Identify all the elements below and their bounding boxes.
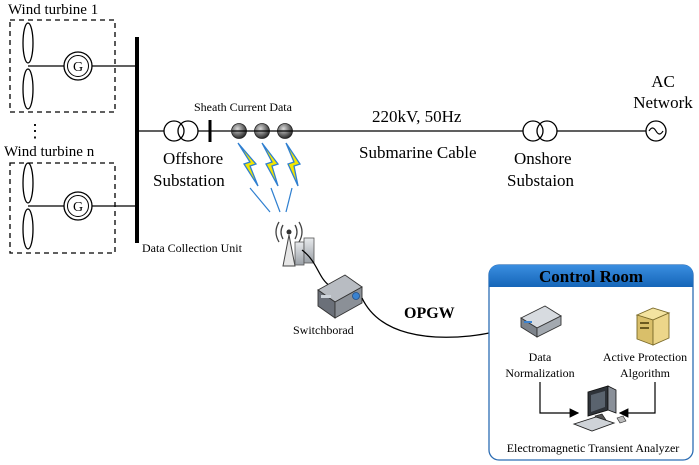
svg-text:G: G <box>73 200 83 215</box>
data-normalization-label-line1: Data <box>529 350 552 364</box>
active-protection-label-line2: Algorithm <box>620 366 671 380</box>
offshore-substation-label-line2: Substation <box>153 171 225 190</box>
offshore-substation-label-line1: Offshore <box>163 149 223 168</box>
turbine-blades-icon <box>22 22 34 110</box>
data-collection-unit-label: Data Collection Unit <box>142 241 243 255</box>
normalization-to-analyzer-arrow <box>539 382 580 418</box>
generator-n-icon: G <box>63 191 93 221</box>
wind-turbine-n-label: Wind turbine n <box>4 144 95 160</box>
onshore-transformer-icon <box>522 120 558 142</box>
data-collection-unit-icon <box>275 221 315 267</box>
server-icon <box>635 307 671 346</box>
onshore-substation-label-line2: Substaion <box>507 171 575 190</box>
voltage-frequency-label: 220kV, 50Hz <box>372 107 462 126</box>
control-room-title: Control Room <box>539 267 643 286</box>
computer-icon <box>572 385 627 432</box>
onshore-substation-label-line1: Onshore <box>514 149 572 168</box>
wind-turbine-1: G <box>9 19 136 113</box>
svg-text:G: G <box>73 60 83 75</box>
opgw-label: OPGW <box>404 305 455 322</box>
data-normalization-label-line2: Normalization <box>505 366 574 380</box>
offshore-transformer-icon <box>163 120 199 142</box>
ac-network-label-line2: Network <box>633 93 693 112</box>
wireless-signal-icon <box>237 142 302 213</box>
submarine-cable-label: Submarine Cable <box>359 143 477 162</box>
generator-1-icon: G <box>63 51 93 81</box>
wind-turbine-1-label: Wind turbine 1 <box>8 2 98 18</box>
sheath-current-data-label: Sheath Current Data <box>194 100 293 114</box>
ac-network-label-line1: AC <box>651 72 675 91</box>
switchboard-icon <box>317 274 363 319</box>
wind-turbine-n: G <box>9 162 136 254</box>
turbine-blades-icon <box>22 162 34 250</box>
switchboard-label: Switchborad <box>293 323 354 337</box>
active-protection-label-line1: Active Protection <box>603 350 687 364</box>
data-normalization-icon <box>520 305 562 338</box>
turbine-ellipsis: ⋮ <box>26 121 44 141</box>
algorithm-to-analyzer-arrow <box>618 382 656 418</box>
analyzer-label: Electromagnetic Transient Analyzer <box>507 441 680 455</box>
ac-source-icon <box>645 120 667 142</box>
